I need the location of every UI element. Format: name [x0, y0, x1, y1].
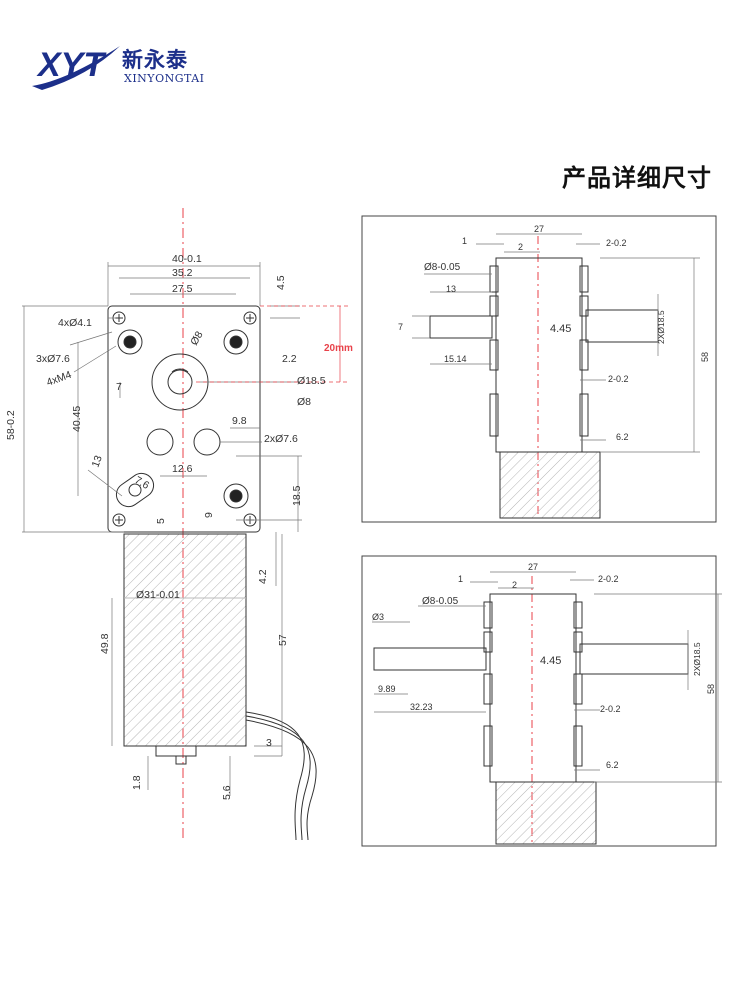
- front-view-dimensions: [22, 262, 350, 796]
- motor-body-side-1: [499, 451, 601, 519]
- dim-7-6: 7.6: [133, 474, 152, 492]
- dim-57: 57: [277, 634, 289, 646]
- side-view-2-frame: [361, 555, 717, 847]
- s2-dim-phi3: Ø3: [372, 612, 384, 622]
- dim-18-5: 18.5: [291, 485, 303, 506]
- side-view-2: [373, 576, 689, 845]
- wire-3: [245, 719, 317, 841]
- motor-body-side-2: [495, 781, 597, 845]
- dim-40: 40-0.1: [172, 253, 202, 265]
- section-title: 产品详细尺寸: [562, 164, 712, 192]
- s2-dim-6-2: 6.2: [606, 760, 619, 770]
- side-view-2-labels: 27 1 2 2-0.2 Ø8-0.05 Ø3 4.45 2XØ18.5 58 …: [372, 562, 716, 770]
- dim-2-2: 2.2: [282, 353, 297, 365]
- dim-phi18-5: Ø18.5: [297, 375, 326, 387]
- s2-dim-27: 27: [528, 562, 538, 572]
- side-view-1-frame: [361, 215, 717, 523]
- gearbox-side-2: [489, 593, 577, 783]
- dim-12-6: 12.6: [172, 463, 193, 475]
- shaft-right-1: [585, 309, 659, 343]
- dim-phi8-bottom: Ø8: [297, 396, 311, 408]
- s2-dim-2-0-2a: 2-0.2: [598, 574, 619, 584]
- side-view-1-dimensions: [412, 233, 700, 453]
- side-view-2-dimensions: [372, 571, 722, 783]
- dim-5-6: 5.6: [221, 785, 233, 800]
- gearbox-side-1: [495, 257, 583, 453]
- s2-dim-58: 58: [706, 684, 716, 694]
- shaft-left-1: [429, 315, 493, 339]
- s2-dim-phi8: Ø8-0.05: [422, 596, 459, 607]
- slot-hole: [115, 472, 155, 508]
- dim-27-5: 27.5: [172, 283, 193, 295]
- side-view-1: [429, 236, 659, 519]
- dim-49-8: 49.8: [99, 633, 111, 654]
- dim-35-2: 35.2: [172, 267, 193, 279]
- dim-hole-7-6: 3xØ7.6: [36, 353, 70, 365]
- s1-dim-phi8: Ø8-0.05: [424, 262, 461, 273]
- brand-name-cn: 新永泰: [122, 48, 188, 72]
- s2-dim-9-89: 9.89: [378, 684, 396, 694]
- mid-hole-left: [146, 428, 174, 456]
- s2-dim-32-23: 32.23: [410, 702, 433, 712]
- dim-4-2: 4.2: [257, 569, 269, 584]
- dim-2x7-6: 2xØ7.6: [264, 433, 298, 445]
- dim-hole-4-1: 4xØ4.1: [58, 317, 92, 329]
- s2-dim-2-0-2b: 2-0.2: [600, 704, 621, 714]
- s1-dim-2x18-5: 2XØ18.5: [656, 310, 666, 344]
- output-shaft: [167, 369, 193, 395]
- wire-1: [245, 711, 305, 841]
- mid-hole-right: [193, 428, 221, 456]
- dim-m4: 4xM4: [45, 369, 73, 389]
- dim-7: 7: [116, 381, 122, 393]
- motor-body: [123, 533, 247, 747]
- s1-dim-7: 7: [398, 322, 403, 332]
- s1-dim-6-2: 6.2: [616, 432, 629, 442]
- side-view-1-labels: 27 1 2 2-0.2 Ø8-0.05 13 7 4.45 2XØ18.5 5…: [398, 224, 710, 442]
- mount-hole-icon: [117, 329, 249, 509]
- logo-letters: XYT: [36, 46, 107, 84]
- s2-dim-1: 1: [458, 574, 463, 584]
- dim-phi31: Ø31-0.01: [136, 589, 180, 601]
- wire-2: [245, 715, 311, 841]
- dim-phi8-top: Ø8: [188, 329, 205, 347]
- dim-13: 13: [90, 454, 105, 469]
- dim-9: 9: [203, 512, 215, 518]
- shaft-flat: [171, 368, 189, 373]
- dim-4-5: 4.5: [275, 275, 287, 290]
- gearbox-plate: [107, 305, 261, 533]
- s1-dim-4-45: 4.45: [550, 323, 571, 335]
- s1-dim-2-0-2b: 2-0.2: [608, 374, 629, 384]
- motor-rear-cap: [155, 745, 197, 757]
- s1-dim-2: 2: [518, 242, 523, 252]
- dim-40-45: 40.45: [71, 406, 83, 432]
- xyt-logo-icon: XYT: [32, 46, 120, 90]
- shaft-right-2: [579, 643, 689, 675]
- dim-3: 3: [266, 737, 272, 749]
- front-view-labels: 40-0.1 35.2 27.5 4.5 4xØ4.1 3xØ7.6 4xM4 …: [5, 253, 353, 800]
- dim-9-8: 9.8: [232, 415, 247, 427]
- front-view: [107, 208, 317, 841]
- s2-dim-2: 2: [512, 580, 517, 590]
- s1-dim-2-0-2a: 2-0.2: [606, 238, 627, 248]
- logo-swoosh: [32, 46, 120, 90]
- s1-dim-58: 58: [700, 352, 710, 362]
- dim-1-8: 1.8: [131, 775, 143, 790]
- s1-dim-1: 1: [462, 236, 467, 246]
- brand-logo: XYT: [28, 36, 228, 94]
- s1-dim-15-14: 15.14: [444, 354, 467, 364]
- dim-58: 58-0.2: [5, 410, 17, 440]
- s1-dim-27: 27: [534, 224, 544, 234]
- s2-dim-4-45: 4.45: [540, 655, 561, 667]
- shaft-left-2: [373, 647, 487, 671]
- s1-dim-13: 13: [446, 284, 456, 294]
- rear-shaft: [175, 755, 187, 765]
- brand-name-en: XINYONGTAI: [124, 72, 205, 85]
- s2-dim-2x18-5: 2XØ18.5: [692, 642, 702, 676]
- dim-20mm: 20mm: [324, 343, 353, 354]
- dim-5: 5: [155, 518, 167, 524]
